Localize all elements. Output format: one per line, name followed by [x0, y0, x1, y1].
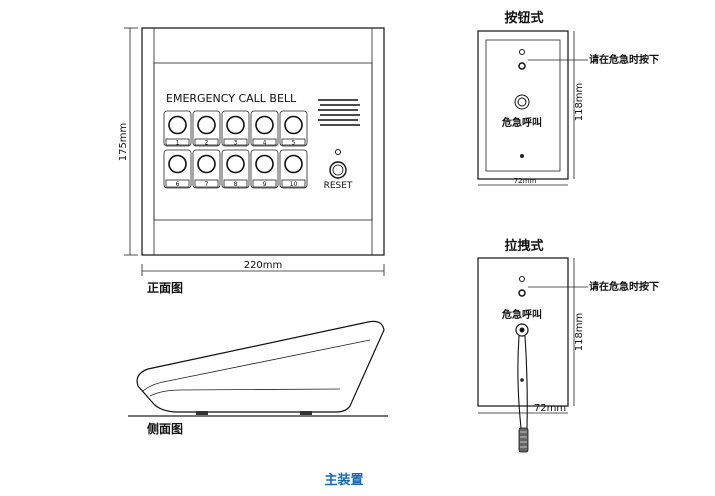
pull-width-dim: 72mm — [534, 403, 566, 414]
svg-text:6: 6 — [176, 181, 180, 188]
front-view-caption: 正面图 — [147, 281, 183, 295]
width-dim-label: 220mm — [244, 260, 283, 271]
side-body-outline — [136, 320, 385, 413]
call-button-7: 7 — [192, 149, 221, 189]
side-top-edge — [141, 339, 371, 393]
pull-cord — [517, 335, 522, 429]
pull-cord-variant: 拉拽式 危急呼叫 请在危急时按下 118mm 72mm — [477, 238, 659, 453]
push-plate-inner — [485, 39, 561, 172]
push-plate-outer — [477, 30, 569, 180]
pull-plate-outer — [477, 257, 569, 407]
svg-text:2: 2 — [205, 140, 209, 147]
push-width-dim: 72mm — [514, 177, 537, 185]
indicator-led — [335, 149, 341, 155]
pull-cord-anchor — [515, 323, 529, 337]
height-dimension: 175mm — [118, 27, 138, 256]
side-foot-right — [300, 411, 312, 415]
push-callout-text: 请在危急时按下 — [589, 53, 659, 66]
push-face-text: 危急呼叫 — [502, 116, 542, 129]
svg-text:7: 7 — [205, 181, 209, 188]
push-height-dim: 118mm — [574, 83, 585, 122]
pull-cord-title: 拉拽式 — [504, 238, 543, 254]
svg-text:4: 4 — [263, 140, 267, 147]
pull-indicator — [518, 289, 526, 297]
pull-callout-text: 请在危急时按下 — [589, 280, 659, 293]
call-button-8: 8 — [221, 149, 250, 189]
pull-cord-handle — [518, 427, 529, 453]
panel-title: EMERGENCY CALL BELL — [166, 92, 297, 105]
call-button-4: 4 — [250, 110, 279, 147]
svg-text:9: 9 — [263, 181, 267, 188]
push-button-title: 按钮式 — [504, 10, 543, 26]
main-unit-body — [141, 27, 385, 256]
call-button-2: 2 — [192, 110, 221, 147]
svg-text:10: 10 — [290, 181, 298, 188]
pull-face-text: 危急呼叫 — [502, 308, 542, 321]
height-dim-label: 175mm — [118, 123, 129, 162]
reset-button — [329, 161, 347, 179]
call-button-9: 9 — [250, 149, 279, 189]
call-button-5: 5 — [279, 110, 308, 147]
svg-text:3: 3 — [234, 140, 238, 147]
speaker-grille — [318, 99, 360, 126]
svg-text:1: 1 — [176, 140, 180, 147]
push-button-variant: 按钮式 危急呼叫 请在危急时按下 118mm 72mm — [477, 10, 659, 186]
side-view-caption: 侧面图 — [147, 421, 183, 436]
call-button-1: 1 — [163, 110, 192, 147]
call-button-3: 3 — [221, 110, 250, 147]
call-button-10: 10 — [279, 149, 308, 189]
reset-label: RESET — [324, 181, 353, 191]
faceplate — [153, 62, 373, 221]
pull-led — [519, 276, 525, 282]
side-view: 侧面图 — [128, 320, 388, 436]
width-dimension: 220mm — [141, 260, 385, 276]
svg-text:5: 5 — [292, 140, 296, 147]
svg-text:8: 8 — [234, 181, 238, 188]
side-foot-left — [196, 411, 208, 415]
push-screw — [520, 154, 524, 158]
front-view: EMERGENCY CALL BELL 1 2 3 — [118, 27, 385, 295]
pull-height-dim: 118mm — [574, 313, 585, 352]
call-button-6: 6 — [163, 149, 192, 189]
push-led — [519, 49, 525, 55]
push-indicator — [518, 62, 526, 70]
footer-caption: 主装置 — [324, 472, 363, 488]
push-button — [514, 94, 530, 110]
pull-screw — [520, 378, 524, 382]
